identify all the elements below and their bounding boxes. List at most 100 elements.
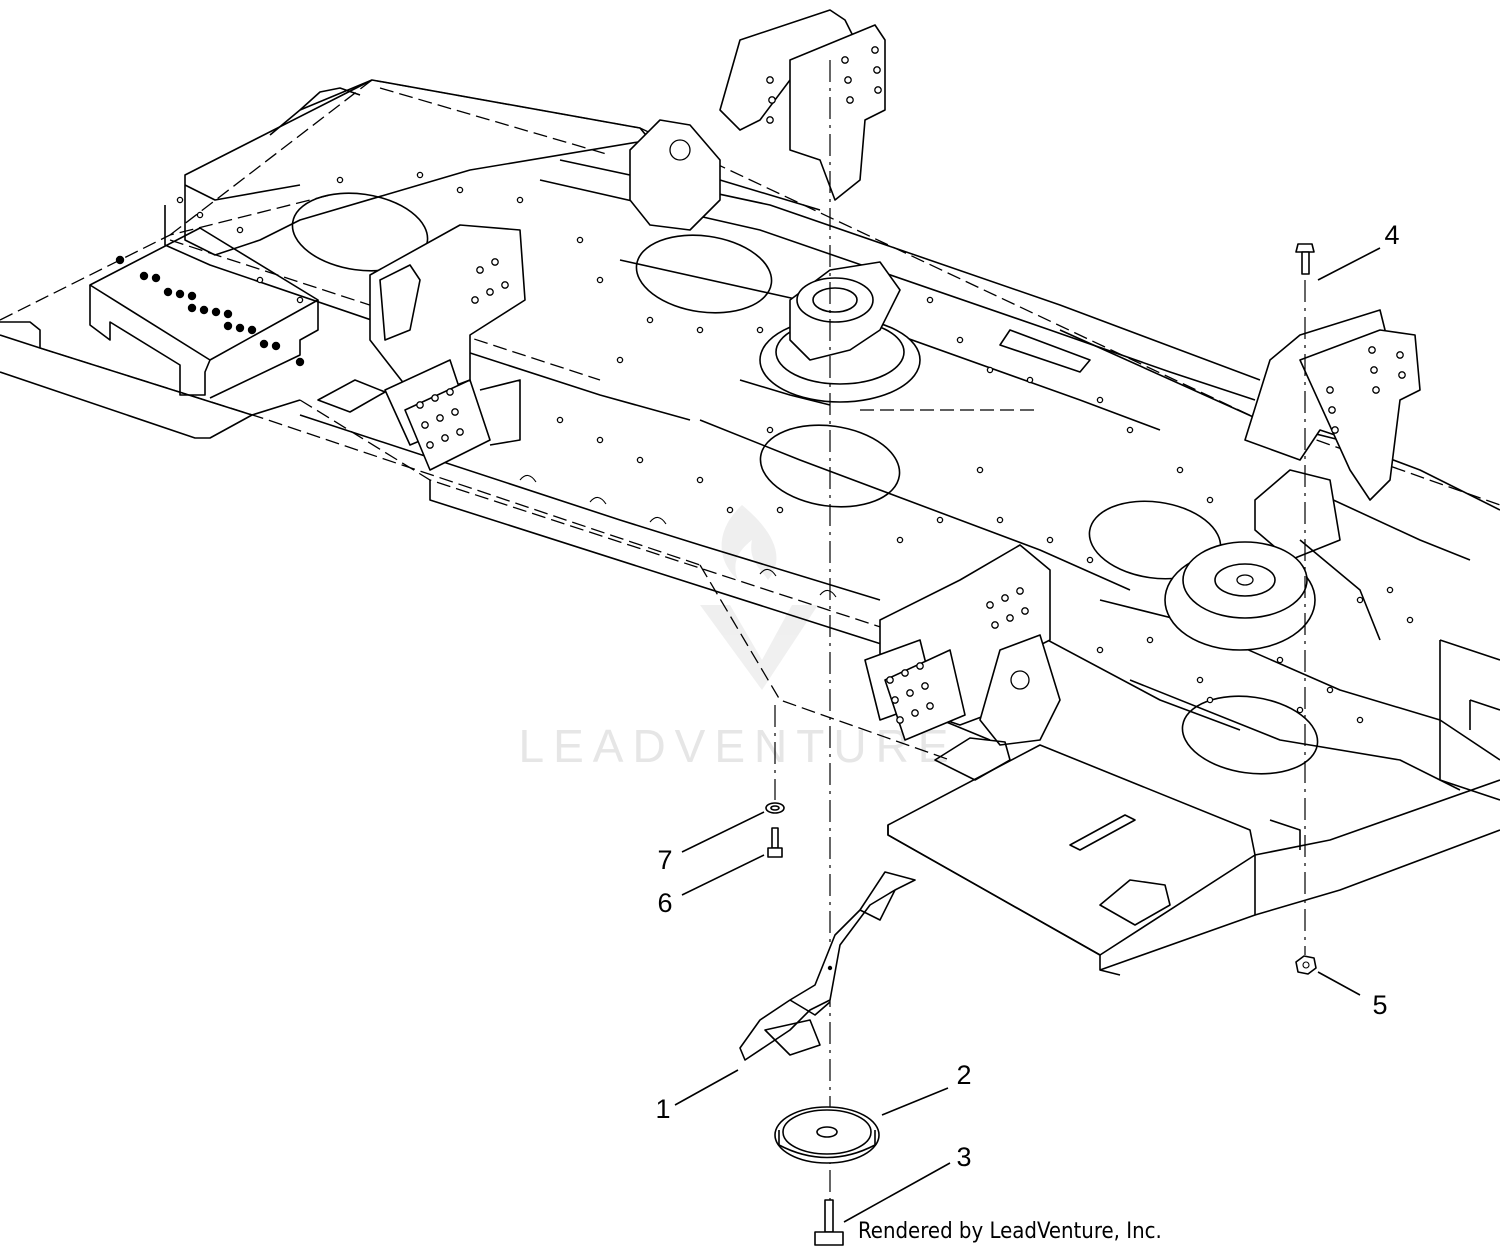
render-credit: Rendered by LeadVenture, Inc. [858,1219,1162,1244]
hole [926,296,934,304]
hole [906,689,914,697]
hole [896,716,904,724]
hole [175,289,185,299]
hole [501,281,509,289]
assembly-centerlines [774,60,1306,1225]
hole [776,506,784,514]
hole [1276,656,1284,664]
hole [1096,396,1104,404]
deck-holes [176,171,1414,724]
hole [271,341,281,351]
hole [1372,386,1380,394]
hole [901,669,909,677]
lift-arms-upper [629,9,886,231]
hole [115,255,125,265]
hole [196,211,204,219]
part-blade-plate [774,1106,880,1164]
hole [986,601,994,609]
hole [921,682,929,690]
part-bolt-top [1295,243,1315,275]
hole [187,291,197,301]
callout-1: 1 [655,1094,670,1124]
hole [1206,496,1214,504]
hole [911,709,919,717]
hole [426,441,434,449]
hole [841,56,849,64]
lift-arms-right [1244,309,1421,641]
hole [1026,376,1034,384]
hole [256,276,264,284]
hole [451,408,459,416]
hole [163,287,173,297]
hole [1146,636,1154,644]
hole [616,356,624,364]
hole [1196,676,1204,684]
watermark-text: LEADVENTURE [519,720,958,772]
hole [874,86,882,94]
hole [187,303,197,313]
callout-leaders [674,247,1381,1223]
hole [871,46,879,54]
part-blade-bolt [814,1199,844,1246]
hole [1006,614,1014,622]
hole [956,336,964,344]
deck-decals [317,329,1091,413]
hole [576,236,584,244]
hole [1328,406,1336,414]
part-nut [1295,955,1317,975]
part-blade [739,871,916,1061]
hole [1126,426,1134,434]
hole [1001,594,1009,602]
hanger-bracket-left [369,224,526,471]
hole [636,456,644,464]
hole [476,266,484,274]
hole [936,516,944,524]
hole [766,116,774,124]
hole [646,316,654,324]
hole [199,305,209,315]
callout-5: 5 [1372,990,1387,1020]
hole [1176,466,1184,474]
hole [1398,371,1406,379]
hole [236,226,244,234]
hole [1356,596,1364,604]
hole [596,276,604,284]
hole [139,271,149,281]
hole [296,296,304,304]
hole [766,426,774,434]
hole [1396,351,1404,359]
hole [696,326,704,334]
hole [1326,686,1334,694]
watermark-logo [700,505,818,690]
hole [1386,586,1394,594]
hole [766,76,774,84]
hole [456,186,464,194]
hole [896,536,904,544]
hole [1326,386,1334,394]
hole [259,339,269,349]
hole [491,258,499,266]
hole [176,196,184,204]
hole [223,321,233,331]
hole [976,466,984,474]
hole [336,176,344,184]
foot-pad [89,227,319,399]
hole [1356,716,1364,724]
callout-3: 3 [956,1142,971,1172]
hole [996,516,1004,524]
part-washer [765,802,785,814]
hole [756,326,764,334]
hole [516,196,524,204]
hole [416,171,424,179]
hole [416,401,424,409]
hanger-bracket-center [864,544,1061,746]
hole [1096,646,1104,654]
hole [1046,536,1054,544]
hole [456,428,464,436]
hole [891,696,899,704]
callout-6: 6 [657,888,672,918]
hole [556,416,564,424]
hole [1406,616,1414,624]
hole [1370,366,1378,374]
